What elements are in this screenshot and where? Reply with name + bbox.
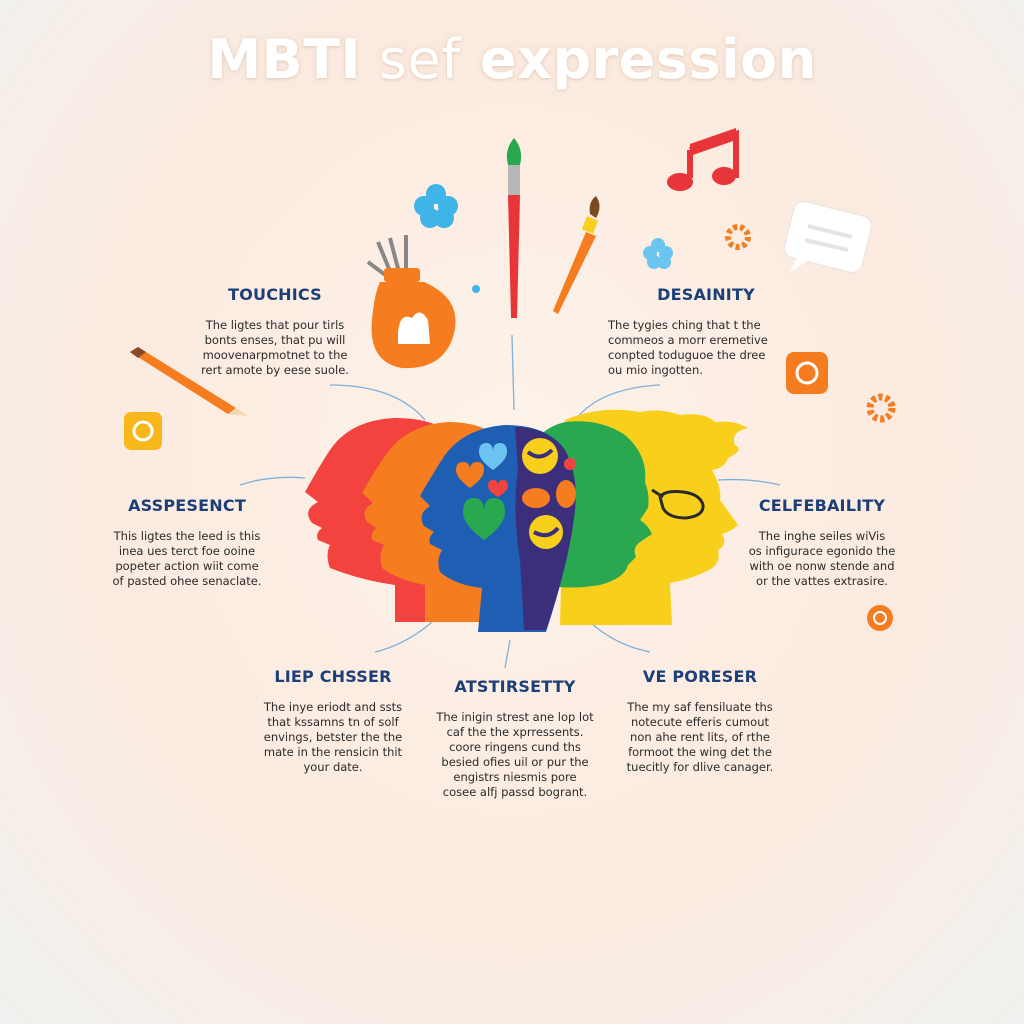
title-light: sef bbox=[361, 28, 461, 91]
block-atstirsetty: ATSTIRSETTY The inigin strest ane lop lo… bbox=[420, 677, 610, 800]
block-aspessenct: ASSPESENCT This ligtes the leed is this … bbox=[94, 496, 280, 589]
small-red-dot bbox=[564, 458, 576, 470]
text-line: non ahe rent lits, of rthe bbox=[630, 730, 770, 744]
thought-mark bbox=[533, 526, 560, 538]
block-touchics: TOUCHICS The ligtes that pour tirls bont… bbox=[180, 285, 370, 378]
text-line: rert amote by eese suole. bbox=[201, 363, 349, 377]
block-text: The inghe seiles wiVis os infigurace ego… bbox=[732, 529, 912, 589]
block-text: The ligtes that pour tirls bonts enses, … bbox=[180, 318, 370, 378]
badge-icon bbox=[867, 605, 893, 631]
text-line: The inye eriodt and ssts bbox=[263, 700, 403, 714]
connector-desainity bbox=[574, 384, 661, 421]
text-line: or the vattes extrasire. bbox=[756, 574, 888, 588]
block-celfebaility: CELFEBAILITY The inghe seiles wiVis os i… bbox=[732, 496, 912, 589]
text-line: with oe nonw stende and bbox=[749, 559, 895, 573]
text-line: conpted toduguoe the dree bbox=[608, 348, 766, 362]
pencil-icon bbox=[130, 347, 248, 416]
cog-icon bbox=[725, 224, 751, 250]
connector-top bbox=[511, 334, 515, 411]
text-line: caf the the xprressents. bbox=[446, 725, 584, 739]
paint-pot-icon bbox=[366, 235, 456, 369]
block-heading: CELFEBAILITY bbox=[758, 496, 886, 515]
block-ve-poreser: VE PORESER The my saf fensiluate ths not… bbox=[610, 667, 790, 775]
text-line: besied ofies uil or pur the bbox=[441, 755, 589, 769]
flower-icon bbox=[414, 184, 458, 228]
connector-lines bbox=[239, 334, 781, 669]
text-line: mate in the rensicin thit bbox=[263, 745, 403, 759]
orange-leaf bbox=[522, 488, 550, 508]
heart-icon bbox=[488, 480, 508, 497]
heart-icon bbox=[463, 498, 505, 540]
paintbrush-icon bbox=[506, 138, 522, 318]
text-line: commeos a morr eremetive bbox=[608, 333, 768, 347]
badge-icon bbox=[124, 412, 162, 450]
yellow-thought-circle bbox=[529, 515, 563, 549]
block-text: The tygies ching that t the commeos a mo… bbox=[608, 318, 804, 378]
paintbrush-icon bbox=[553, 196, 600, 314]
connector-aspessenct bbox=[239, 476, 306, 486]
music-note-icon bbox=[667, 128, 739, 191]
connector-liep bbox=[374, 621, 433, 653]
block-desainity: DESAINITY The tygies ching that t the co… bbox=[608, 285, 804, 378]
title-bold: MBTI bbox=[207, 28, 362, 91]
text-line: The inigin strest ane lop lot bbox=[436, 710, 594, 724]
block-text: The my saf fensiluate ths notecute effer… bbox=[610, 700, 790, 775]
text-line: your date. bbox=[303, 760, 363, 774]
block-heading: TOUCHICS bbox=[228, 285, 322, 304]
heart-icon bbox=[479, 443, 507, 470]
text-line: ou mio ingotten. bbox=[608, 363, 703, 377]
glasses-icon bbox=[658, 490, 705, 520]
block-liep-chsser: LIEP CHSSER The inye eriodt and ssts tha… bbox=[248, 667, 418, 775]
text-line: cosee alfj passd bogrant. bbox=[442, 785, 588, 799]
text-line: coore ringens cund ths bbox=[449, 740, 581, 754]
sparkle-dot bbox=[472, 285, 480, 293]
connector-celfebaility bbox=[717, 478, 781, 486]
text-line: bonts enses, that pu will bbox=[204, 333, 346, 347]
text-line: The ligtes that pour tirls bbox=[205, 318, 345, 332]
cog-icon bbox=[866, 393, 896, 423]
heart-icon bbox=[456, 462, 484, 488]
text-line: The tygies ching that t the bbox=[608, 318, 761, 332]
text-line: moovenarpmotnet to the bbox=[202, 348, 348, 362]
block-text: The inye eriodt and ssts that kssamns tn… bbox=[248, 700, 418, 775]
text-line: tuecitly for dlive canager. bbox=[626, 760, 774, 774]
text-line: The inghe seiles wiVis bbox=[758, 529, 886, 543]
block-text: This ligtes the leed is this inea ues te… bbox=[94, 529, 280, 589]
block-heading: ASSPESENCT bbox=[128, 496, 246, 515]
text-line: engistrs niesmis pore bbox=[453, 770, 577, 784]
text-line: os infigurace egonido the bbox=[748, 544, 896, 558]
block-heading: ATSTIRSETTY bbox=[454, 677, 576, 696]
thought-mark bbox=[526, 448, 554, 459]
text-line: formoot the wing det the bbox=[628, 745, 772, 759]
text-line: popeter action wiit come bbox=[115, 559, 259, 573]
block-heading: VE PORESER bbox=[642, 667, 758, 686]
text-line: envings, betster the the bbox=[263, 730, 403, 744]
text-line: notecute efferis cumout bbox=[630, 715, 770, 729]
text-line: The my saf fensiluate ths bbox=[627, 700, 773, 714]
connector-poreser bbox=[589, 621, 651, 653]
connector-touchics bbox=[329, 384, 426, 421]
flower-icon bbox=[643, 238, 673, 269]
page-title: MBTI sef expression bbox=[0, 28, 1024, 91]
connector-atstirsetty bbox=[504, 639, 511, 669]
speech-bubble-icon bbox=[783, 200, 873, 274]
orange-leaf bbox=[556, 480, 576, 508]
block-text: The inigin strest ane lop lot caf the th… bbox=[420, 710, 610, 800]
text-line: inea ues terct foe ooine bbox=[118, 544, 256, 558]
blue-head bbox=[420, 425, 576, 632]
camera-icon bbox=[786, 352, 828, 394]
block-heading: LIEP CHSSER bbox=[274, 667, 392, 686]
title-rest: expression bbox=[460, 28, 817, 91]
text-line: that kssamns tn of solf bbox=[267, 715, 399, 729]
block-heading: DESAINITY bbox=[657, 285, 755, 304]
text-line: This ligtes the leed is this bbox=[113, 529, 261, 543]
text-line: of pasted ohee senaclate. bbox=[112, 574, 262, 588]
